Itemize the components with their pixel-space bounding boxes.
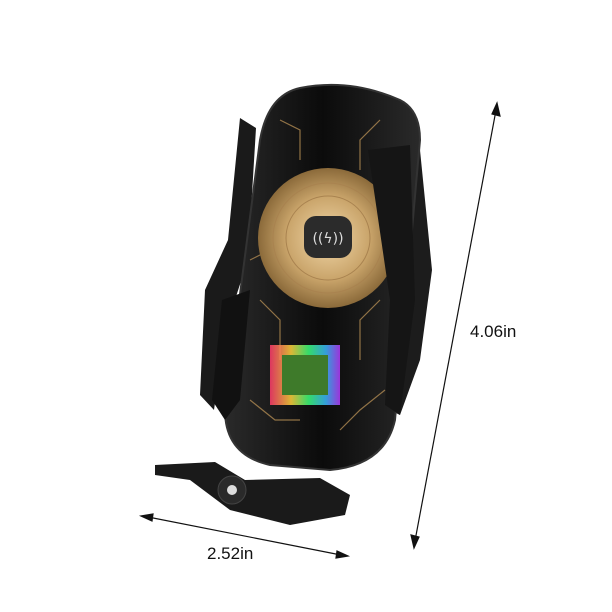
width-label: 2.52in [207,544,254,563]
left-arm [200,118,256,410]
svg-text:((ϟ)): ((ϟ)) [312,231,343,247]
wireless-charging-icon [304,216,352,258]
front-right-arm [368,145,415,415]
bottom-support [155,462,350,525]
front-left-arm [212,290,250,420]
height-label: 4.06in [470,322,517,341]
width-dimension-line [142,515,347,557]
height-arrow-top [491,101,501,117]
height-arrow-bottom [410,534,420,550]
width-arrow-right [335,550,351,559]
height-dimension-line [413,104,498,547]
width-arrow-left [138,513,154,522]
